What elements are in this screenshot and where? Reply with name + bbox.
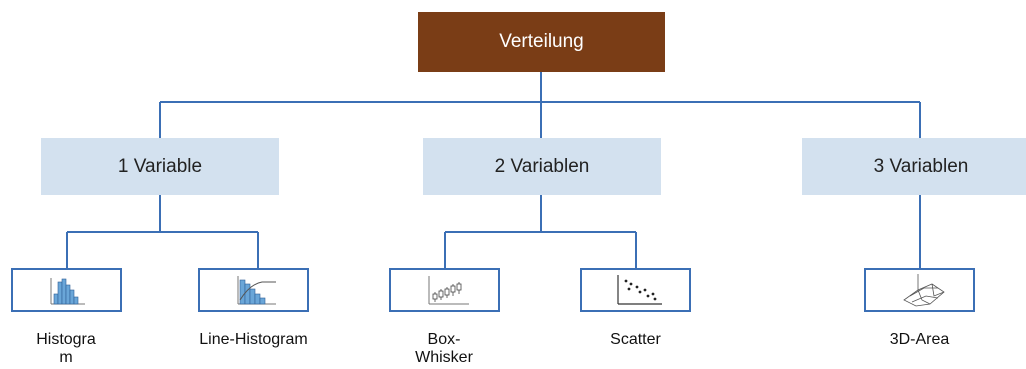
leaf-label-box-whisker: Box- Whisker (415, 331, 473, 366)
category-label: 3 Variablen (873, 155, 969, 177)
root-node: Verteilung (418, 12, 665, 72)
category-label: 2 Variablen (494, 155, 590, 177)
line-histogram-icon (237, 276, 276, 305)
leaf-scatter (580, 268, 691, 312)
leaf-label-line-histogram: Line-Histogram (199, 331, 308, 348)
leaf-histogram (11, 268, 122, 312)
leaf-3d-area (864, 268, 975, 312)
category-label: 1 Variable (117, 155, 203, 177)
leaf-label-scatter: Scatter (610, 331, 661, 348)
box-whisker-icon (428, 276, 469, 305)
category-one-variable: 1 Variable (41, 138, 279, 195)
leaf-label-histogram: Histogra m (36, 331, 96, 366)
leaf-line-histogram (198, 268, 309, 312)
3d-area-icon (903, 274, 945, 307)
leaf-box-whisker (389, 268, 500, 312)
leaf-label-3d-area: 3D-Area (889, 331, 950, 348)
scatter-icon (617, 275, 662, 305)
category-two-variables: 2 Variablen (423, 138, 661, 195)
category-three-variables: 3 Variablen (802, 138, 1026, 195)
histogram-icon (50, 278, 85, 305)
root-label: Verteilung (499, 31, 584, 52)
